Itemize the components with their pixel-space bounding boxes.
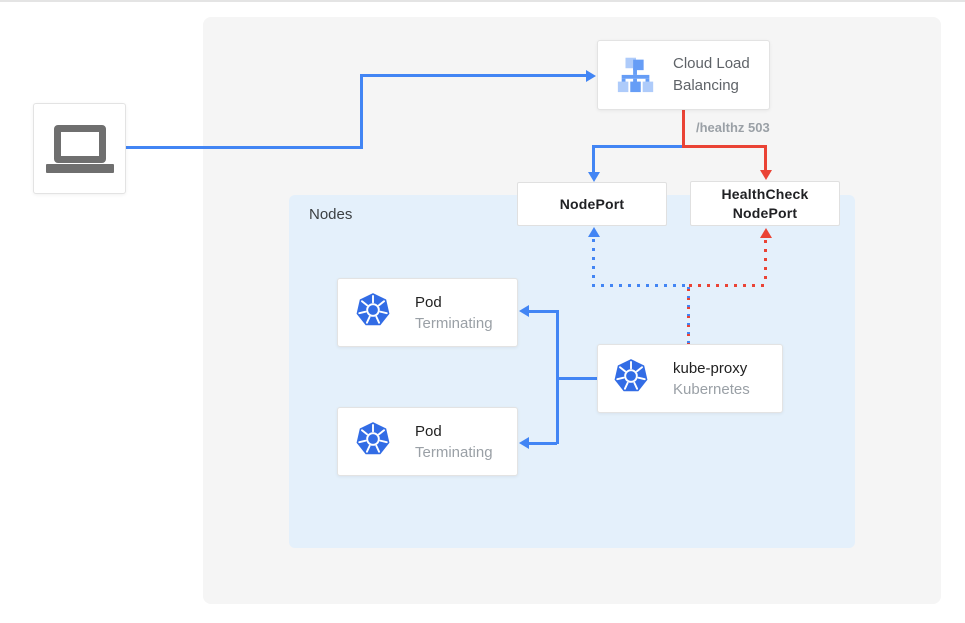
connector-segment [360, 74, 586, 77]
connector-segment [360, 74, 363, 149]
arrowhead-right-blue [586, 70, 596, 82]
laptop-screen [53, 124, 106, 163]
arrowhead-up-red [760, 228, 772, 238]
cloud-load-balancing-icon [615, 52, 657, 99]
connector-segment [556, 310, 559, 444]
kubernetes-icon [355, 421, 391, 462]
cloud-load-balancing-label: Cloud Load Balancing [673, 55, 750, 94]
arrowhead-down-blue [588, 172, 600, 182]
connector-segment [529, 442, 557, 445]
connector-segment [557, 377, 597, 380]
pod-status: Terminating [415, 443, 493, 461]
healthz-503-label: /healthz 503 [696, 120, 770, 135]
arrowhead-left-blue [519, 437, 529, 449]
user-client-card [33, 103, 126, 194]
connector-segment [682, 110, 685, 147]
connector-segment [764, 145, 767, 171]
pod-title: Pod [415, 422, 442, 440]
laptop-icon [45, 124, 114, 173]
nodes-group-label: Nodes [309, 206, 353, 223]
nodeport-label: NodePort [559, 196, 625, 212]
connector-segment [126, 146, 363, 149]
connector-segment [689, 284, 766, 287]
kubernetes-icon [613, 358, 649, 399]
laptop-base [45, 163, 114, 173]
pod-status: Terminating [415, 314, 493, 332]
arrowhead-down-red [760, 170, 772, 180]
kubernetes-icon [355, 292, 391, 333]
connector-segment [592, 145, 685, 148]
connector-segment [682, 145, 766, 148]
connector-segment [764, 240, 767, 285]
connector-segment [529, 310, 557, 313]
connector-segment [592, 284, 689, 287]
pod-terminating-card-2: Pod Terminating [337, 407, 518, 476]
connector-segment [592, 145, 595, 173]
kube-proxy-card: kube-proxy Kubernetes [597, 344, 783, 413]
healthcheck-nodeport-label-line2: NodePort [732, 204, 798, 221]
pod-terminating-card-1: Pod Terminating [337, 278, 518, 347]
connector-segment [687, 287, 690, 344]
connector-segment [592, 239, 595, 285]
healthcheck-nodeport-box: HealthCheck NodePort [690, 181, 840, 226]
arrowhead-left-blue [519, 305, 529, 317]
kube-proxy-subtitle: Kubernetes [673, 380, 750, 398]
healthcheck-nodeport-label-line1: HealthCheck [721, 185, 809, 202]
cloud-load-balancing-card: Cloud Load Balancing [597, 40, 770, 110]
kube-proxy-title: kube-proxy [673, 359, 748, 377]
nodeport-box: NodePort [517, 182, 667, 226]
pod-title: Pod [415, 293, 442, 311]
window-top-border [0, 0, 965, 2]
arrowhead-up-blue [588, 227, 600, 237]
